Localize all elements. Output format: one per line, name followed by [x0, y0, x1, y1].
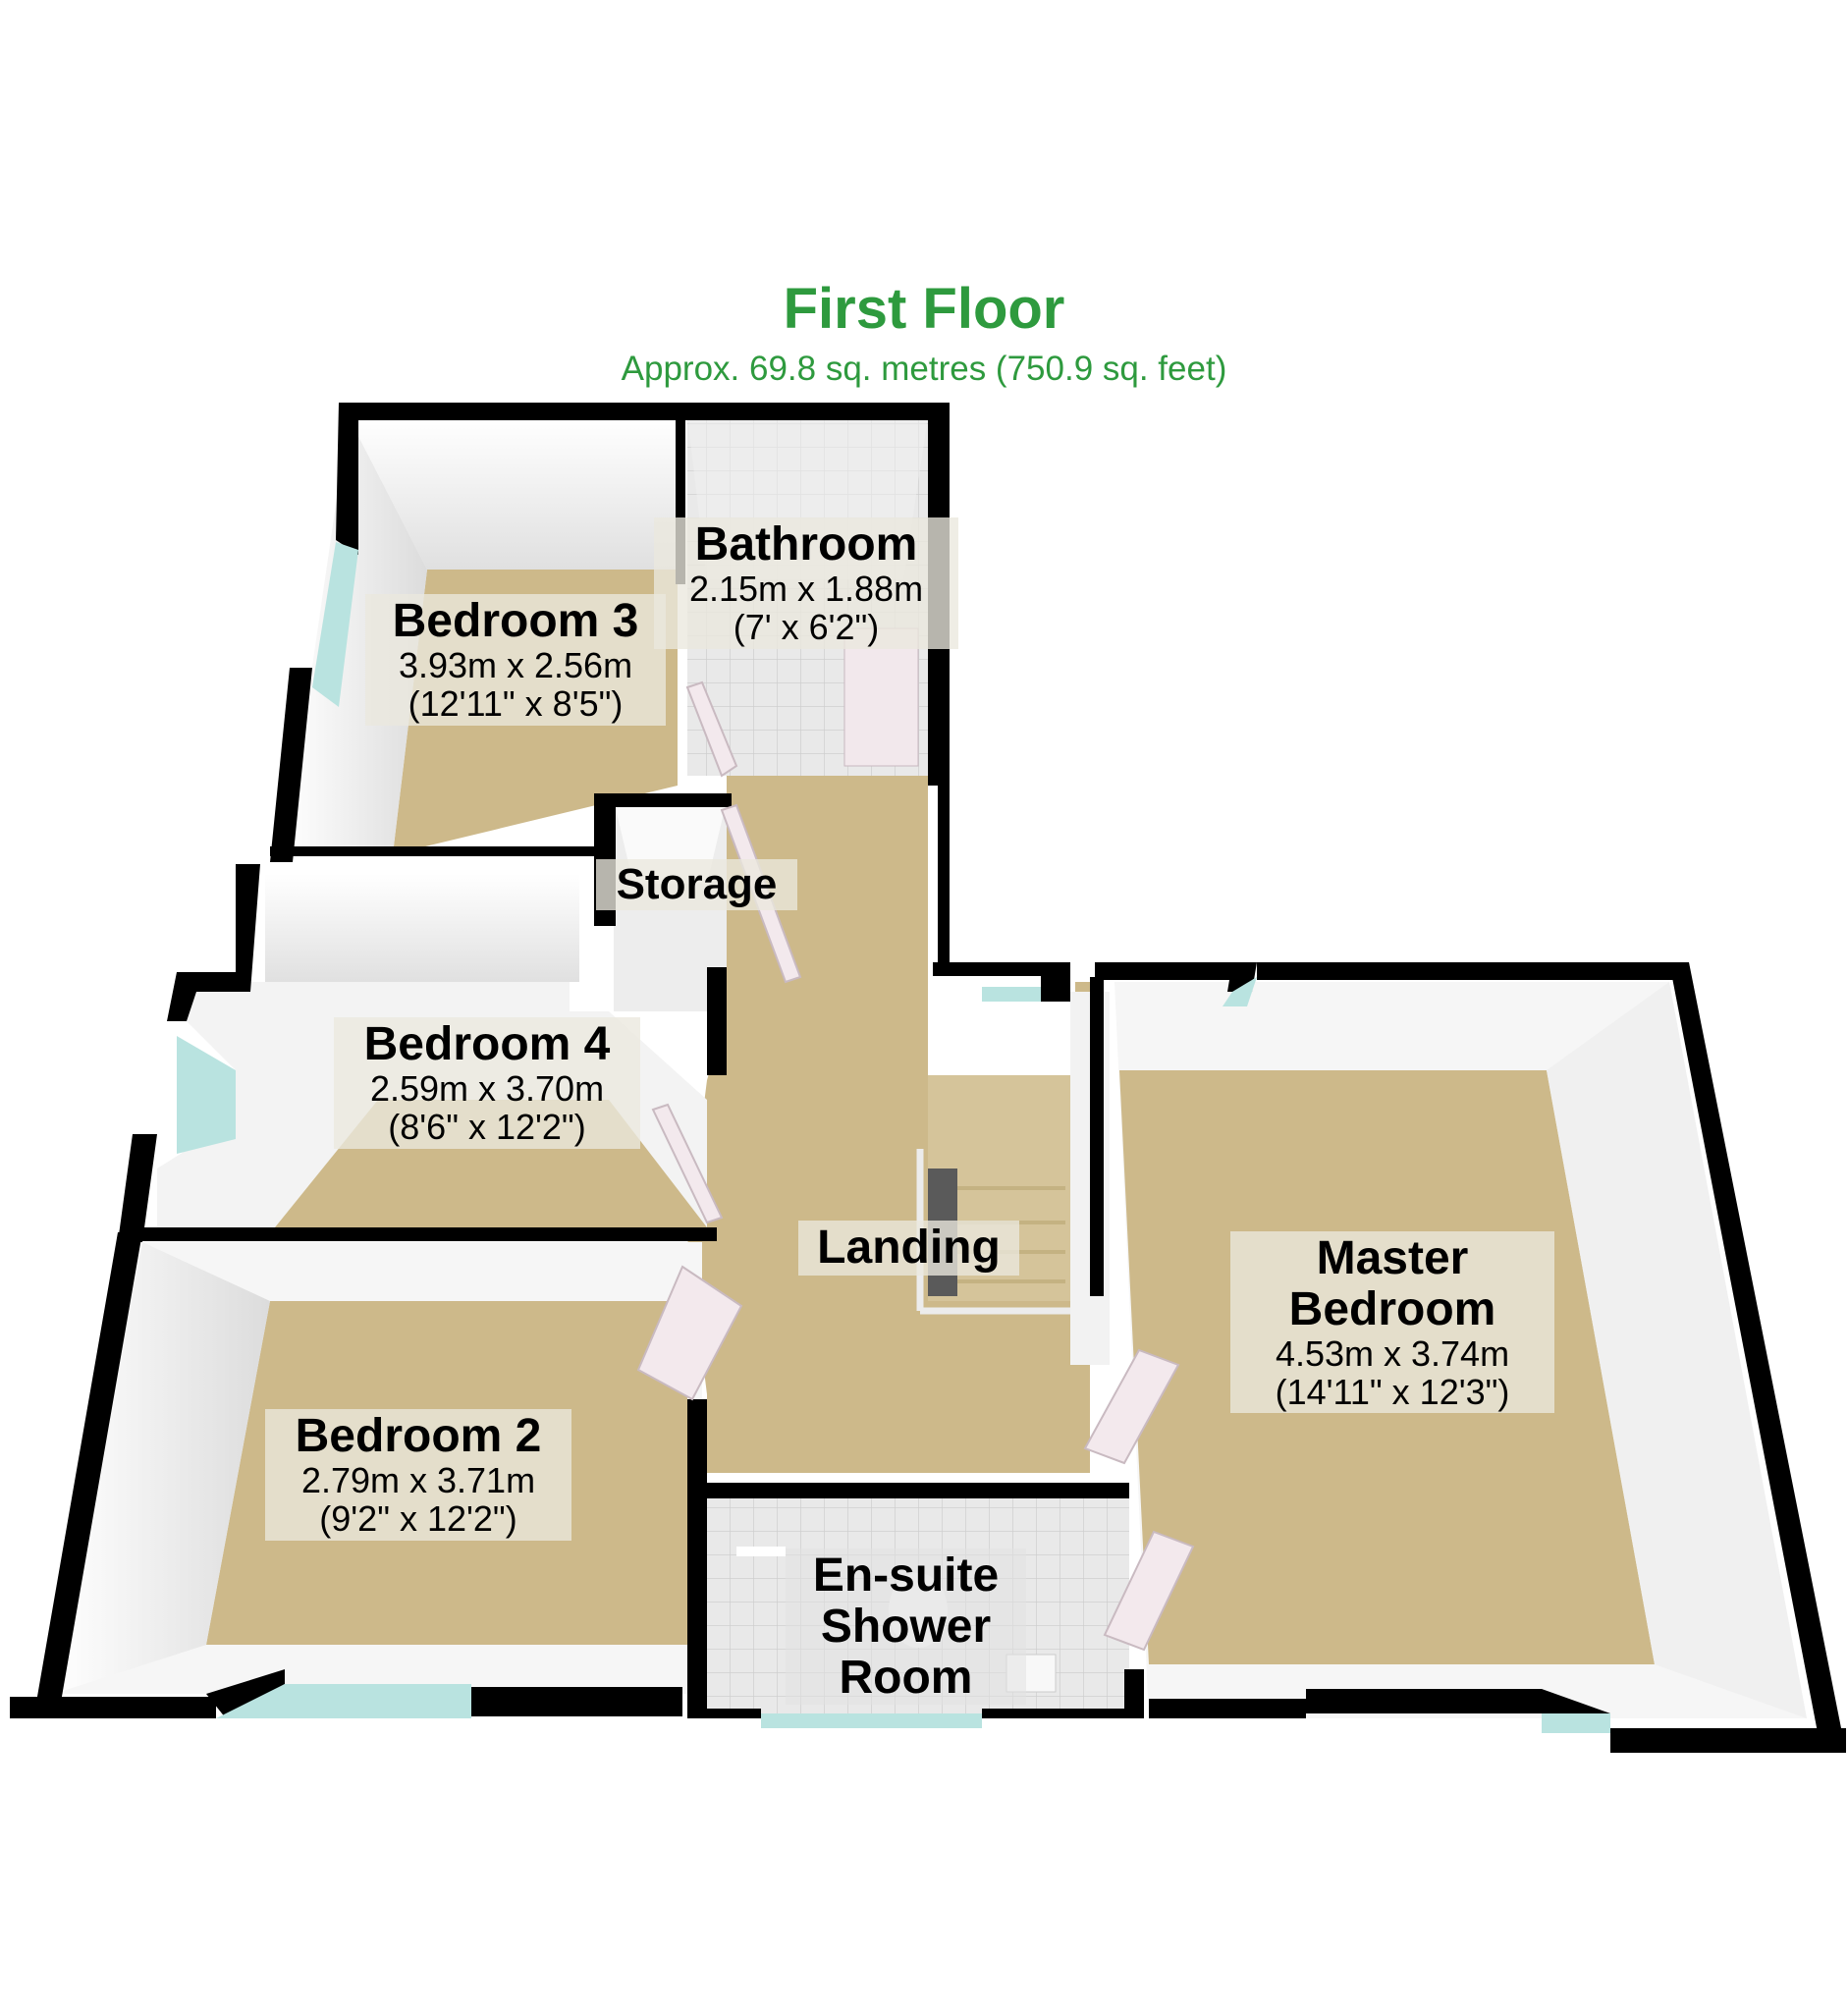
- window-ensuite: [761, 1713, 982, 1728]
- window-bedroom-4: [177, 1036, 236, 1154]
- window-master-bottom: [1542, 1713, 1610, 1733]
- window-bedroom-2: [216, 1684, 471, 1718]
- room-name: Storage: [616, 860, 778, 908]
- room-name-line2: Shower: [820, 1600, 992, 1653]
- window-master-top: [1223, 977, 1257, 1006]
- room-metric: 2.59m x 3.70m: [369, 1067, 605, 1109]
- room-label-bedroom-3: Bedroom 3 3.93m x 2.56m (12'11" x 8'5"): [365, 594, 666, 726]
- bathroom-door: [843, 627, 919, 767]
- room-label-storage: Storage: [596, 859, 797, 910]
- room-imperial: (12'11" x 8'5"): [408, 682, 624, 724]
- room-name: Bathroom: [694, 518, 918, 571]
- room-imperial: (8'6" x 12'2"): [388, 1106, 586, 1147]
- room-label-landing: Landing: [798, 1221, 1019, 1276]
- room-name: Bedroom 4: [363, 1018, 611, 1070]
- door-bedroom-3: [685, 680, 738, 778]
- door-ensuite: [1103, 1530, 1195, 1652]
- door-bedroom-4: [651, 1103, 724, 1224]
- room-name-line2: Bedroom: [1288, 1282, 1496, 1335]
- room-imperial: (9'2" x 12'2"): [319, 1497, 517, 1539]
- room-label-bathroom: Bathroom 2.15m x 1.88m (7' x 6'2"): [654, 517, 958, 649]
- room-imperial: (7' x 6'2"): [733, 606, 880, 647]
- room-name: Bedroom 2: [295, 1410, 542, 1462]
- room-label-bedroom-2: Bedroom 2 2.79m x 3.71m (9'2" x 12'2"): [265, 1409, 571, 1541]
- room-metric: 3.93m x 2.56m: [398, 644, 633, 685]
- room-name: Bedroom 3: [392, 595, 639, 647]
- door-bedroom-2: [636, 1265, 743, 1401]
- room-metric: 2.79m x 3.71m: [300, 1459, 536, 1500]
- door-master: [1083, 1348, 1180, 1465]
- room-name-line1: En-suite: [812, 1549, 1000, 1602]
- window-landing: [982, 987, 1041, 1002]
- room-metric: 4.53m x 3.74m: [1275, 1332, 1510, 1374]
- floor-area-subtitle: Approx. 69.8 sq. metres (750.9 sq. feet): [621, 350, 1227, 388]
- windows: [177, 542, 1610, 1733]
- room-label-ensuite: En-suite Shower Room: [786, 1549, 1026, 1706]
- room-label-bedroom-4: Bedroom 4 2.59m x 3.70m (8'6" x 12'2"): [334, 1017, 640, 1149]
- room-label-master-bedroom: Master Bedroom 4.53m x 3.74m (14'11" x 1…: [1230, 1231, 1554, 1414]
- room-name: Landing: [817, 1222, 1001, 1274]
- window-bedroom-3: [312, 542, 358, 707]
- room-name-line3: Room: [839, 1651, 973, 1704]
- floor-title: First Floor: [783, 277, 1065, 341]
- room-name-line1: Master: [1316, 1232, 1469, 1284]
- room-imperial: (14'11" x 12'3"): [1275, 1371, 1510, 1412]
- room-metric: 2.15m x 1.88m: [688, 568, 924, 609]
